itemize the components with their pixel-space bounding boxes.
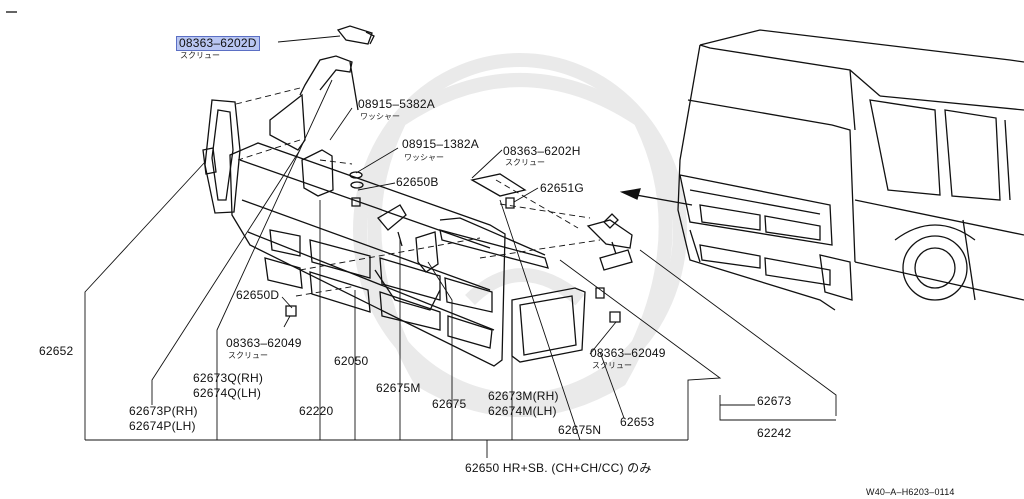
part-label-62673q[interactable]: 62673Q(RH) — [193, 371, 264, 385]
part-label-62650-note[interactable]: 62650 HR+SB. (CH+CH/CC) のみ — [465, 461, 652, 475]
part-sublabel-screw-h: スクリュー — [505, 158, 545, 167]
part-label-62650b[interactable]: 62650B — [396, 175, 439, 189]
leader-lines — [84, 35, 837, 458]
part-label-62675n[interactable]: 62675N — [558, 423, 602, 437]
washer-lower — [350, 181, 364, 189]
stay-bracket — [269, 55, 359, 151]
part-label-62220[interactable]: 62220 — [299, 404, 334, 418]
part-label-62673m[interactable]: 62673M(RH) — [488, 389, 559, 403]
diagram-code: W40–A–H6203–0114 — [866, 487, 955, 497]
bracket-62675m — [415, 231, 439, 273]
part-sublabel-screw-62049-right: スクリュー — [592, 361, 632, 370]
part-label-washer-a[interactable]: 08915–5382A — [358, 97, 435, 111]
part-sublabel-screw-top: スクリュー — [180, 51, 220, 60]
part-label-screw-62049-left[interactable]: 08363–62049 — [226, 336, 302, 350]
front-grille-panel — [229, 142, 506, 367]
guide-lines — [235, 87, 601, 297]
screw-right-a — [595, 287, 605, 299]
screw-top — [336, 25, 375, 45]
bolt-62651g — [603, 213, 619, 229]
part-label-62673[interactable]: 62673 — [757, 394, 792, 408]
upper-member — [439, 229, 549, 269]
corner-bracket-right — [586, 219, 633, 271]
arrow-head — [619, 188, 641, 200]
bracket-62675n — [470, 173, 527, 197]
part-label-62675m[interactable]: 62675M — [376, 381, 421, 395]
part-label-62652[interactable]: 62652 — [39, 344, 74, 358]
part-sublabel-screw-62049-left: スクリュー — [228, 351, 268, 360]
part-label-screw-top[interactable]: 08363–6202D — [176, 36, 260, 51]
part-label-62674q[interactable]: 62674Q(LH) — [193, 386, 262, 400]
upper-member-edge — [439, 217, 546, 256]
bolt-center — [397, 231, 403, 247]
part-label-62242[interactable]: 62242 — [757, 426, 792, 440]
part-label-62653[interactable]: 62653 — [620, 415, 655, 429]
bolt-62650d — [285, 305, 297, 317]
part-sublabel-washer-a: ワッシャー — [360, 112, 400, 121]
part-label-screw-62049-right[interactable]: 08363–62049 — [590, 346, 666, 360]
screw-right-b — [609, 311, 621, 323]
part-label-62050[interactable]: 62050 — [334, 354, 369, 368]
part-label-62674p[interactable]: 62674P(LH) — [129, 419, 196, 433]
part-label-washer-b[interactable]: 08915–1382A — [402, 137, 479, 151]
part-label-62674m[interactable]: 62674M(LH) — [488, 404, 557, 418]
part-label-62650d[interactable]: 62650D — [236, 288, 280, 302]
bracket-62675 — [377, 204, 407, 231]
bolt-62651g-b — [505, 197, 515, 209]
corner-bracket-left — [202, 99, 241, 214]
bolt — [351, 197, 361, 207]
part-sublabel-washer-b: ワッシャー — [404, 153, 444, 162]
part-label-screw-h[interactable]: 08363–6202H — [503, 144, 581, 158]
van-illustration — [677, 29, 1024, 311]
bracket-62650b — [301, 149, 334, 197]
watermark-emblem — [353, 53, 687, 417]
part-label-62651g[interactable]: 62651G — [540, 181, 584, 195]
part-label-62675[interactable]: 62675 — [432, 397, 467, 411]
part-label-62673p[interactable]: 62673P(RH) — [129, 404, 198, 418]
